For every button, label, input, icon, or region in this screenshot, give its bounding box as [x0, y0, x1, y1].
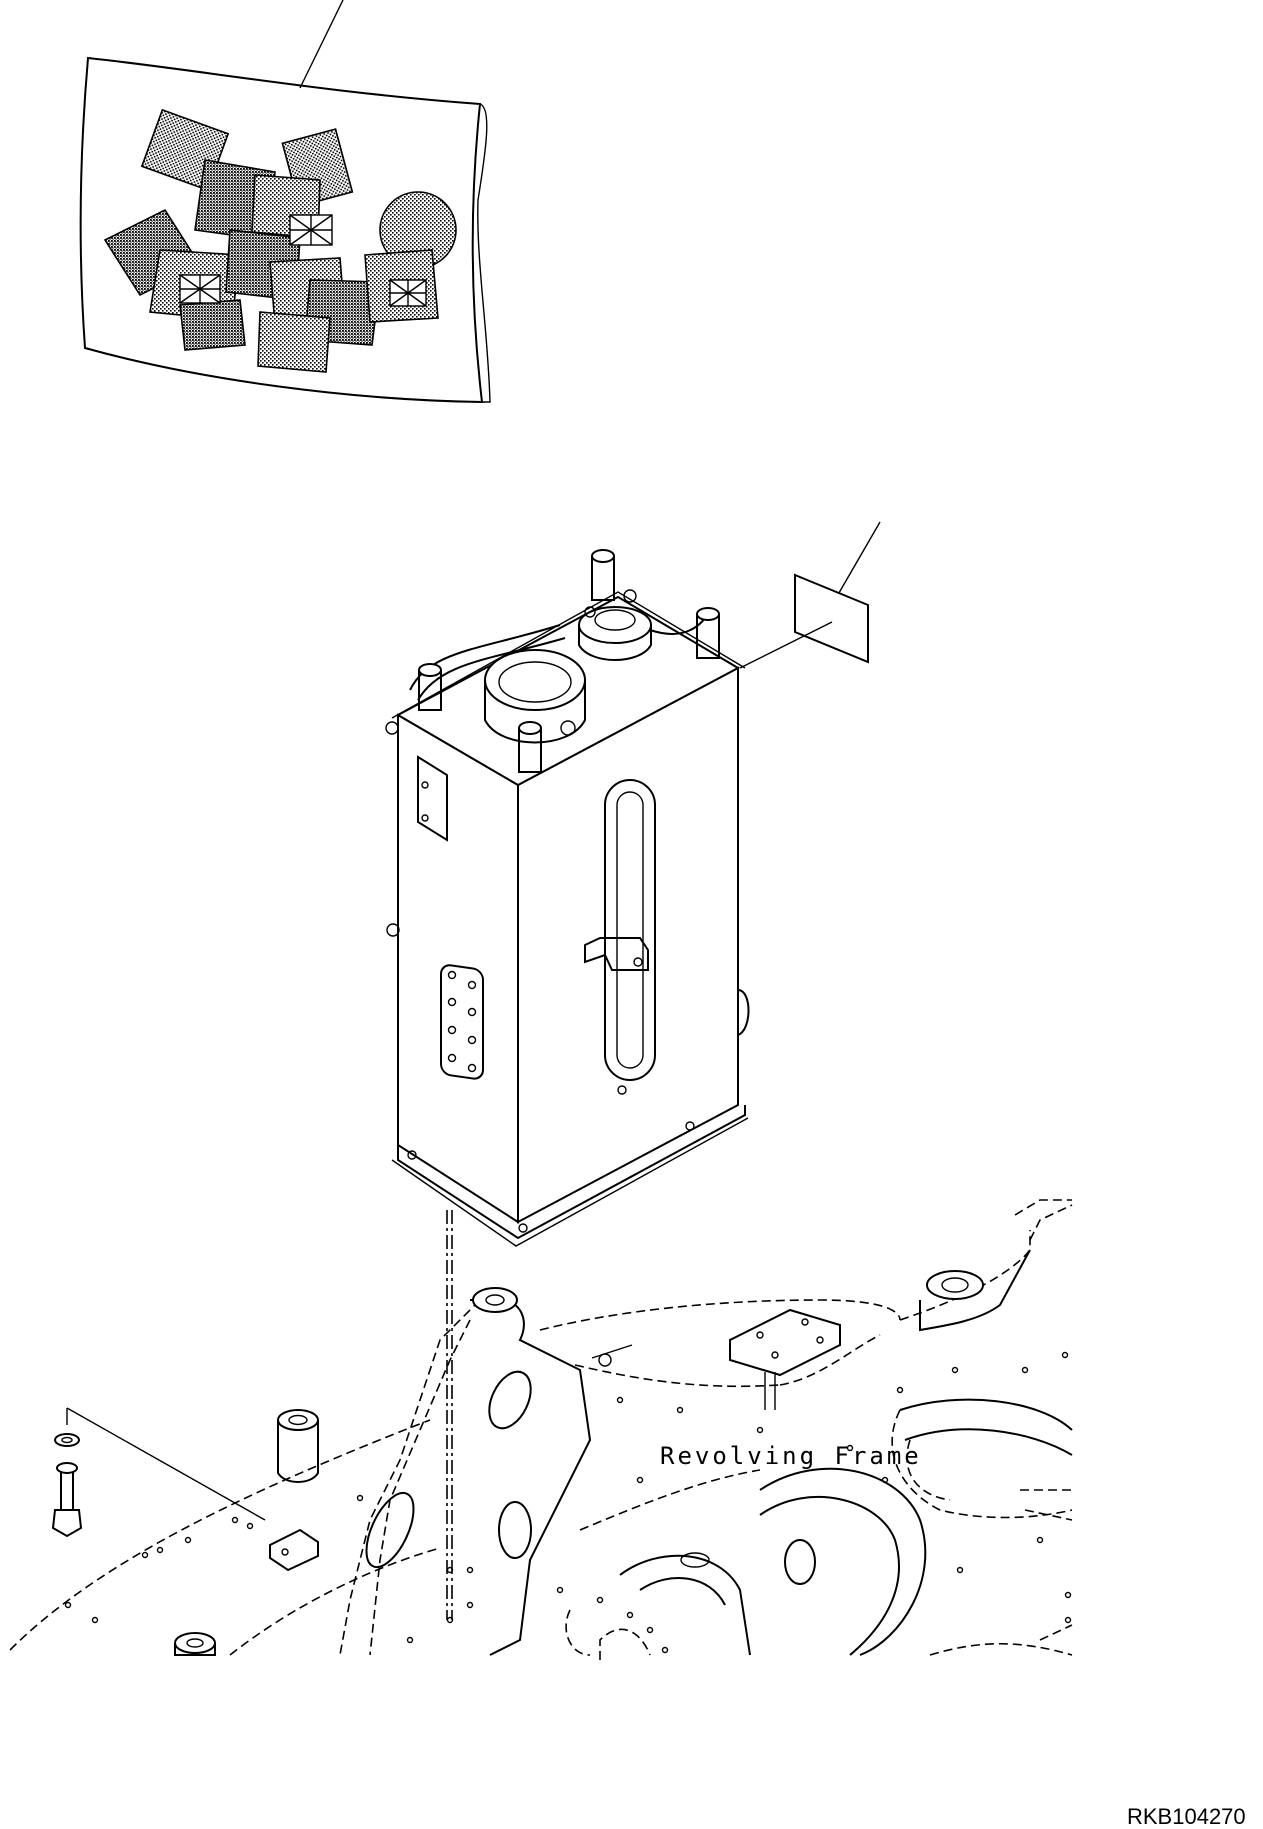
warning-label-decal: [739, 521, 881, 669]
drawing-number: RKB104270: [1127, 1804, 1246, 1829]
revolving-frame: Revolving Frame: [9, 1199, 1073, 1660]
label-leader-line: [831, 521, 881, 606]
revolving-frame-label: Revolving Frame: [660, 1442, 922, 1470]
bag-outline: [79, 56, 484, 404]
hydraulic-tank: [385, 549, 750, 1247]
label-pointer-line: [739, 621, 833, 669]
bag-fold: [477, 103, 491, 403]
bag-leader-line: [299, 0, 344, 89]
mounting-bolt-assembly: [51, 1210, 453, 1620]
decal-sheet-bag: [79, 0, 491, 404]
label-sheet: [794, 573, 869, 664]
tank-left-face: [397, 713, 519, 1224]
tank-studs: [418, 549, 720, 773]
